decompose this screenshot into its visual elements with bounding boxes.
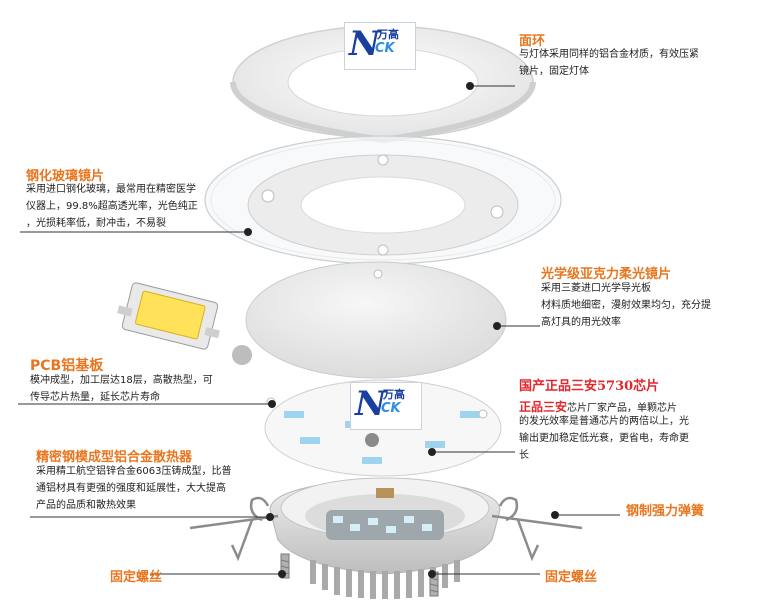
chip-desc-first-line: 正品三安芯片厂家产品，单颗芯片 (519, 396, 677, 415)
screw-right-title: 固定螺丝 (545, 570, 598, 585)
spring-title: 钢制强力弹簧 (626, 504, 705, 519)
acrylic-lens (245, 261, 507, 379)
pcb-title: PCB铝基板 (30, 358, 104, 374)
spring-right (491, 496, 583, 562)
leader-dots (244, 82, 559, 578)
chip-title-inline: 正品三安 (519, 400, 568, 414)
logo-n-mark: N (355, 384, 387, 424)
screw-left (280, 553, 290, 579)
led-chip-image (117, 282, 252, 365)
face-ring (230, 25, 536, 144)
glass-lens-title: 钢化玻璃镜片 (26, 169, 105, 184)
logo-n-mark: N (349, 24, 381, 64)
face-ring-desc: 与灯体采用同样的铝合金材质，有效压紧 镜片，固定灯体 (519, 49, 699, 77)
chip-title: 国产正品三安5730芯片 (519, 379, 660, 394)
spring-left (189, 496, 279, 562)
logo-brand-text: 万高 (377, 28, 399, 41)
acrylic-lens-desc: 采用三菱进口光学导光板 材料质地细密，漫射效果均匀，充分提 高灯具的用光效率 (541, 283, 711, 328)
acrylic-lens-title: 光学级亚克力柔光镜片 (541, 267, 672, 282)
chip-desc: 的发光效率是普通芯片的两倍以上，光 输出更加稳定低光衰，更省电，寿命更 长 (519, 416, 689, 461)
screw-left-title: 固定螺丝 (110, 570, 163, 585)
logo-ck-text: CK (375, 41, 395, 56)
leader-lines (18, 85, 620, 575)
face-ring-title: 面环 (519, 34, 546, 49)
glass-lens-desc: 采用进口钢化玻璃，最常用在精密医学 仪器上，99.8%超高透光率，光色纯正 ，光… (26, 184, 198, 229)
chip-desc-line1: 芯片厂家产品，单颗芯片 (567, 403, 678, 414)
heatsink-title: 精密钢模成型铝合金散热器 (36, 450, 193, 465)
brand-logo-pcb: N 万高 CK (350, 382, 422, 430)
heatsink (269, 477, 501, 599)
heatsink-desc: 采用精工航空铝锌合金6063压铸成型，比普 通铝材具有更强的强度和延展性，大大提… (36, 466, 232, 511)
pcb-desc: 模冲成型，加工层达18层，高散热型，可 传导芯片热量，延长芯片寿命 (30, 375, 213, 403)
logo-brand-text: 万高 (383, 388, 405, 401)
brand-logo-top: N 万高 CK (344, 22, 416, 70)
mounting-plate (247, 154, 519, 256)
logo-ck-text: CK (381, 401, 401, 416)
